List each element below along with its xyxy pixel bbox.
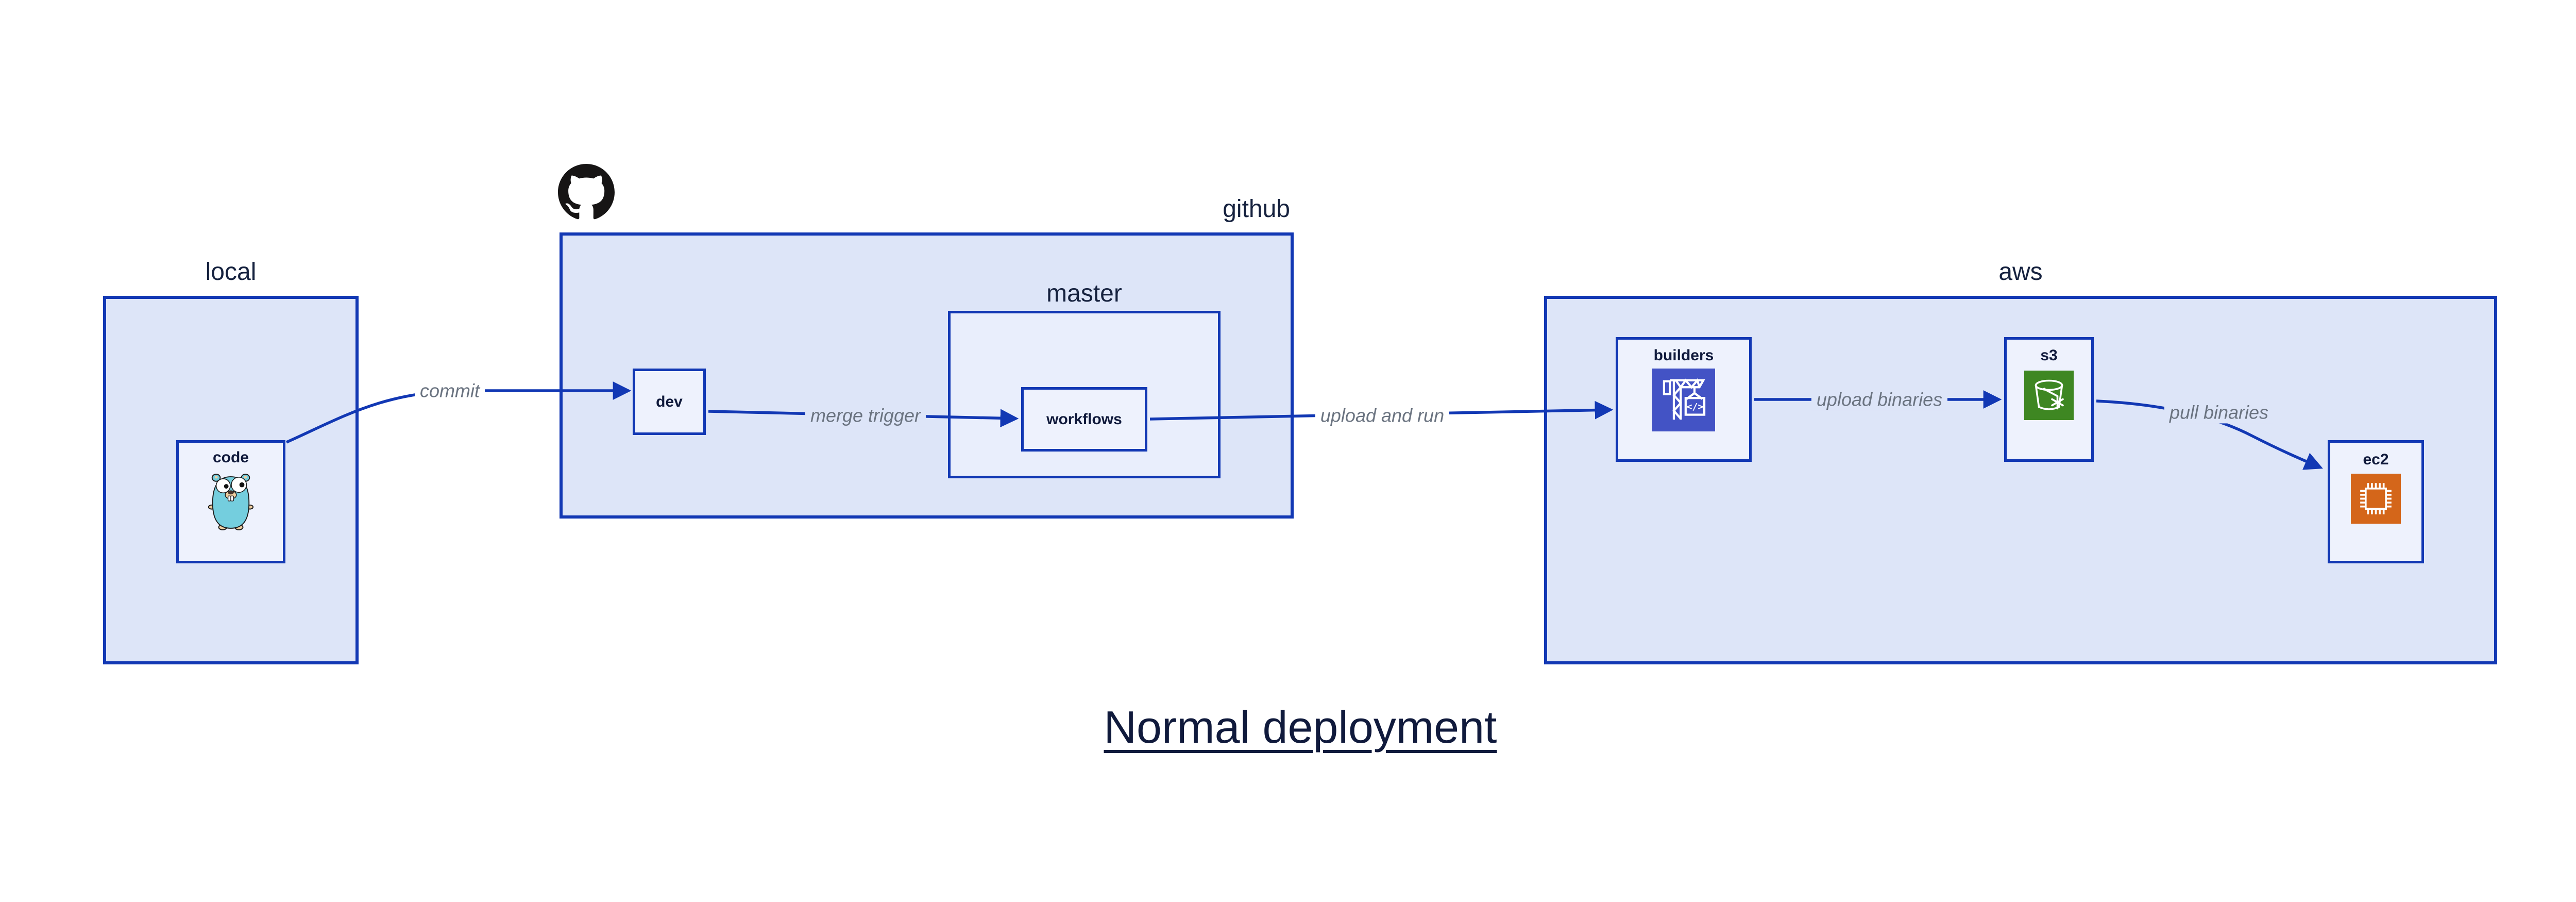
node-ec2-label: ec2	[2363, 451, 2389, 468]
edge-label-upload-and-run: upload and run	[1315, 404, 1450, 427]
node-code-label: code	[212, 449, 249, 466]
local-container-label: local	[205, 258, 257, 286]
edge-label-pull-binaries: pull binaries	[2164, 401, 2274, 424]
node-dev: dev	[633, 369, 706, 435]
node-workflows-label: workflows	[1046, 410, 1122, 428]
node-builders-label: builders	[1653, 347, 1714, 364]
s3-bucket-snowflake-icon	[2024, 371, 2074, 420]
ec2-chip-icon	[2351, 474, 2401, 524]
aws-container-label: aws	[1998, 258, 2043, 286]
edge-label-commit: commit	[415, 379, 485, 402]
master-container-label: master	[1046, 280, 1122, 307]
node-ec2: ec2	[2328, 440, 2424, 563]
go-gopher-icon	[208, 474, 254, 530]
edge-label-upload-binaries: upload binaries	[1811, 388, 1948, 411]
diagram-title: Normal deployment	[1104, 701, 1497, 753]
github-octocat-icon	[558, 164, 615, 220]
codebuild-crane-icon: </>	[1652, 369, 1715, 431]
node-dev-label: dev	[656, 393, 683, 410]
node-builders: builders </>	[1616, 337, 1752, 462]
node-s3-label: s3	[2040, 347, 2058, 364]
node-s3: s3	[2004, 337, 2094, 462]
edge-label-merge-trigger: merge trigger	[805, 404, 926, 427]
codebuild-icon-code-glyph: </>	[1687, 402, 1704, 412]
node-workflows: workflows	[1021, 387, 1147, 452]
node-code: code	[176, 440, 285, 563]
github-container-label: github	[1223, 195, 1290, 223]
